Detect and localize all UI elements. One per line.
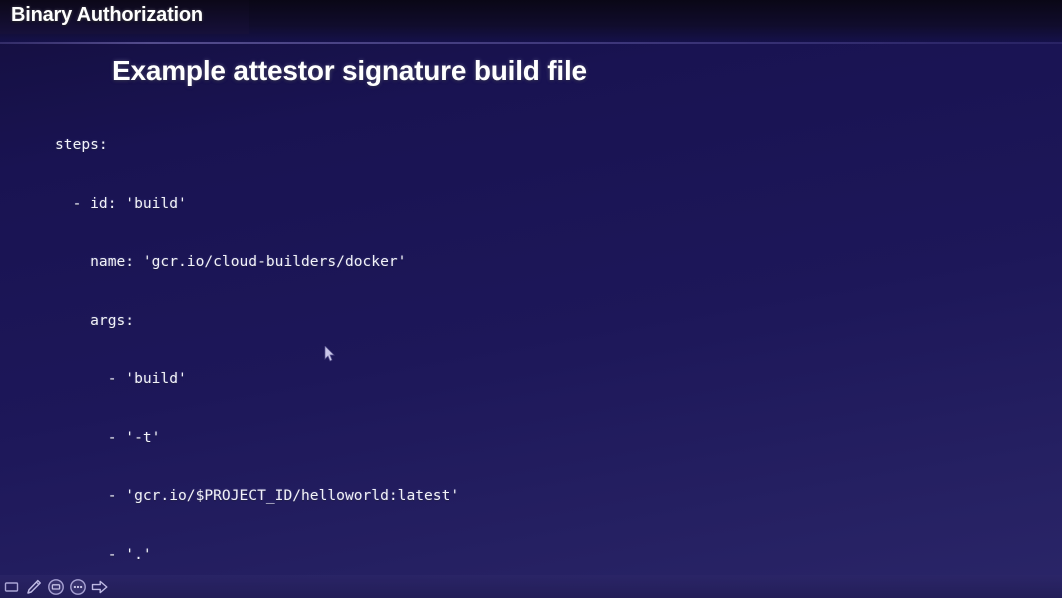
slide-title: Example attestor signature build file [112, 55, 587, 86]
code-line: - '.' [55, 545, 152, 563]
more-options-circle-icon[interactable] [67, 577, 88, 596]
code-line: steps: [55, 136, 108, 153]
code-block: steps: - id: 'build' name: 'gcr.io/cloud… [55, 96, 1040, 598]
slide-header-bar: Binary Authorization [0, 0, 1062, 42]
header-divider [0, 42, 1062, 44]
arrow-right-icon[interactable] [89, 577, 110, 596]
code-line: - id: 'build' [55, 194, 187, 212]
code-line: args: [55, 311, 135, 329]
code-line: - '-t' [55, 428, 161, 446]
code-line: name: 'gcr.io/cloud-builders/docker' [55, 253, 407, 270]
code-line: - 'build' [55, 370, 187, 387]
pen-icon[interactable] [23, 577, 44, 596]
header-title-highlight [0, 0, 249, 34]
header-title: Binary Authorization [11, 4, 203, 26]
code-line: - 'gcr.io/$PROJECT_ID/helloworld:latest' [55, 487, 460, 504]
annotation-toolbar[interactable] [0, 575, 1062, 598]
highlight-circle-icon[interactable] [45, 577, 66, 596]
rectangle-icon[interactable] [1, 577, 22, 596]
